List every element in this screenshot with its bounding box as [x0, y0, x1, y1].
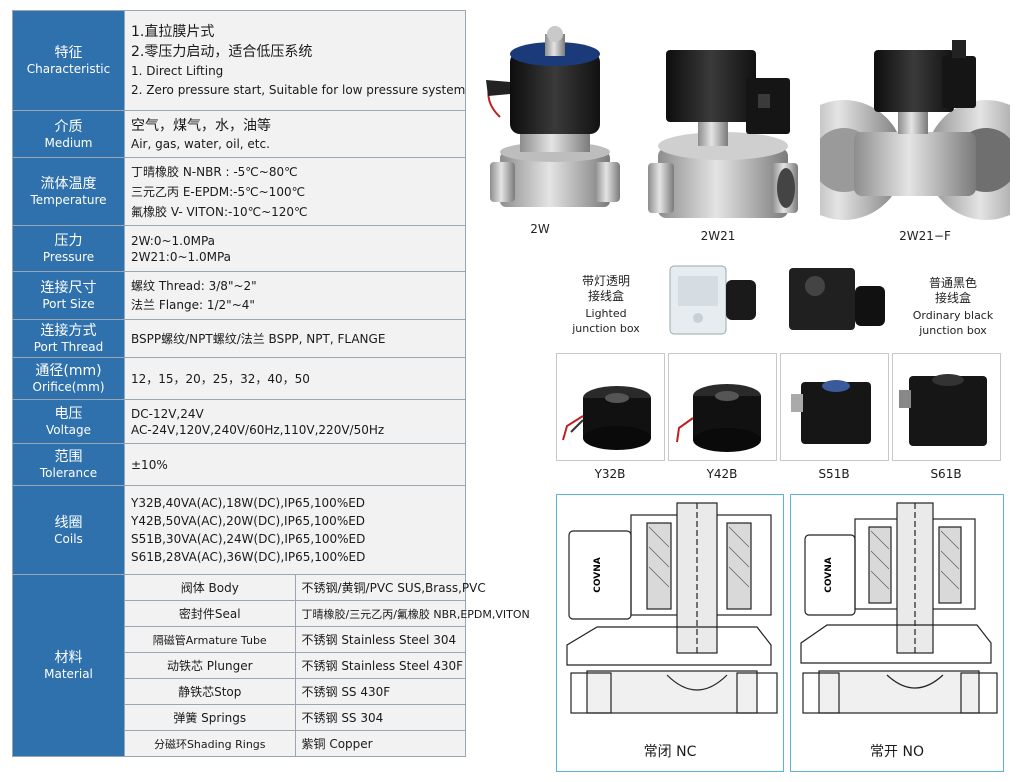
brand-label-no: COVNA	[824, 557, 834, 593]
value-coils: Y32B,40VA(AC),18W(DC),IP65,100%ED Y42B,5…	[124, 485, 466, 575]
material-value: 紫铜 Copper	[294, 730, 466, 757]
value-voltage: DC-12V,24V AC-24V,120V,240V/60Hz,110V,22…	[124, 399, 466, 444]
diagram-normally-closed: COVNA 常闭 NC	[556, 494, 784, 772]
material-value: 不锈钢 SS 304	[294, 704, 466, 731]
material-part: 静铁芯Stop	[124, 678, 296, 705]
material-part: 弹簧 Springs	[124, 704, 296, 731]
lighted-junction-box-image	[669, 265, 756, 335]
coil-s61b-image	[892, 353, 1001, 461]
value-port-thread: BSPP螺纹/NPT螺纹/法兰 BSPP, NPT, FLANGE	[124, 319, 466, 358]
product-caption-2w21f: 2W21−F	[899, 229, 951, 243]
material-part: 分磁环Shading Rings	[124, 730, 296, 757]
material-part: 密封件Seal	[124, 600, 296, 627]
label-orifice: 通径(mm)Orifice(mm)	[12, 357, 125, 400]
value-medium: 空气，煤气，水，油等 Air, gas, water, oil, etc.	[124, 110, 466, 158]
coil-caption-s51b: S51B	[818, 467, 850, 481]
value-orifice: 12，15，20，25，32，40，50	[124, 357, 466, 400]
value-tolerance: ±10%	[124, 443, 466, 486]
black-junction-box-image	[789, 268, 885, 330]
material-value: 不锈钢 Stainless Steel 430F	[294, 652, 466, 679]
coil-caption-y32b: Y32B	[594, 467, 626, 481]
diagram-normally-open: COVNA 常开 NO	[790, 494, 1004, 772]
value-characteristic: 1.直拉膜片式 2.零压力启动，适合低压系统 1. Direct Lifting…	[124, 10, 466, 111]
value-port-size: 螺纹 Thread: 3/8"~2" 法兰 Flange: 1/2"~4"	[124, 271, 466, 320]
product-caption-2w21: 2W21	[700, 229, 736, 243]
valve-2w21-image	[648, 50, 798, 218]
product-caption-2w: 2W	[530, 222, 550, 236]
diagram-caption-no: 常开 NO	[870, 744, 924, 760]
valve-2w21f-image	[820, 40, 1010, 220]
material-part: 动铁芯 Plunger	[124, 652, 296, 679]
material-value: 不锈钢 SS 430F	[294, 678, 466, 705]
coil-caption-s61b: S61B	[930, 467, 962, 481]
value-temperature: 丁晴橡胶 N-NBR : -5℃~80℃ 三元乙丙 E-EPDM:-5℃~100…	[124, 157, 466, 226]
brand-label-nc: COVNA	[593, 557, 603, 593]
coil-y32b-image	[556, 353, 665, 461]
diagram-caption-nc: 常闭 NC	[643, 744, 697, 760]
material-value: 丁晴橡胶/三元乙丙/氟橡胶 NBR,EPDM,VITON	[294, 600, 530, 627]
coil-caption-y42b: Y42B	[706, 467, 738, 481]
coil-s51b-image	[780, 353, 889, 461]
material-part: 阀体 Body	[124, 574, 296, 601]
coil-y42b-image	[668, 353, 777, 461]
material-value: 不锈钢/黄铜/PVC SUS,Brass,PVC	[294, 574, 486, 601]
material-value: 不锈钢 Stainless Steel 304	[294, 626, 466, 653]
material-part: 隔磁管Armature Tube	[124, 626, 296, 653]
valve-2w-image	[486, 26, 620, 207]
value-pressure: 2W:0~1.0MPa 2W21:0~1.0MPa	[124, 225, 466, 272]
